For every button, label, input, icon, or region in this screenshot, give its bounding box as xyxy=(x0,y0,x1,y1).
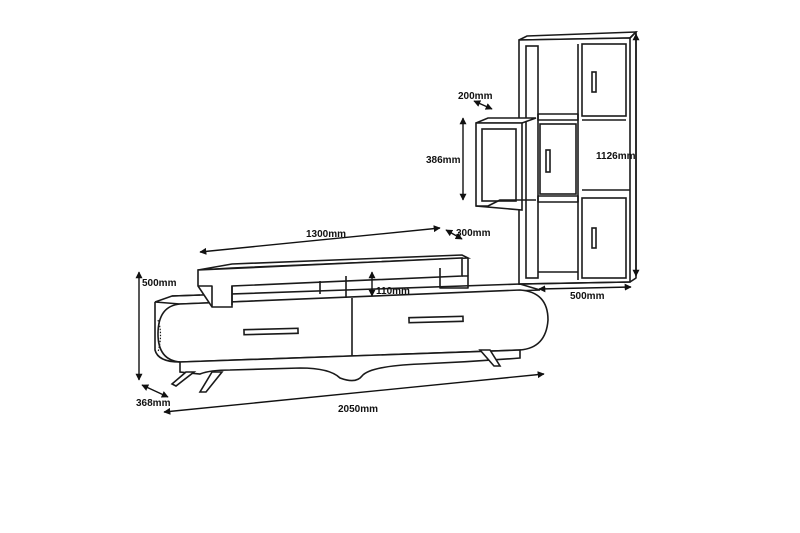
label-bookcase-width: 500mm xyxy=(570,291,605,302)
tv-leg-left-back xyxy=(170,371,197,387)
drawer-handle-right xyxy=(408,315,464,324)
tv-leg-right xyxy=(478,349,502,367)
label-tv-top-depth: 300mm xyxy=(456,228,491,239)
bookcase-door-handle-top xyxy=(591,71,597,93)
bookcase-door-handle-bottom xyxy=(591,227,597,249)
label-tv-shelf-height: 110mm xyxy=(376,286,410,297)
bookcase-door-bottom xyxy=(581,197,627,279)
drawer-handle-left xyxy=(243,327,299,336)
label-shelf-height: 386mm xyxy=(426,155,461,166)
dim-line-tv-width xyxy=(163,371,545,415)
dimension-lines xyxy=(135,33,640,415)
bookcase-door-top xyxy=(581,43,627,117)
label-shelf-depth: 200mm xyxy=(458,91,493,102)
dim-line-tv-top-width xyxy=(199,225,441,255)
dim-line-shelf-depth xyxy=(473,100,493,110)
tv-unit xyxy=(154,254,549,393)
tv-cabinet-top xyxy=(154,283,541,305)
label-bookcase-height: 1126mm xyxy=(596,151,636,162)
tv-leg-left-front xyxy=(198,371,224,393)
label-tv-height: 500mm xyxy=(142,278,177,289)
dimension-labels: 1300mm 300mm 110mm 500mm 368mm 2050mm 20… xyxy=(136,91,636,415)
label-tv-width: 2050mm xyxy=(338,404,378,415)
dim-line-bookcase-width xyxy=(538,283,632,293)
label-tv-depth: 368mm xyxy=(136,398,171,409)
bookcase xyxy=(475,31,639,285)
dim-line-tv-depth xyxy=(141,384,169,398)
label-tv-top-width: 1300mm xyxy=(306,229,346,240)
dim-line-tv-top-depth xyxy=(445,229,463,240)
bookcase-mid-handle xyxy=(545,149,551,173)
